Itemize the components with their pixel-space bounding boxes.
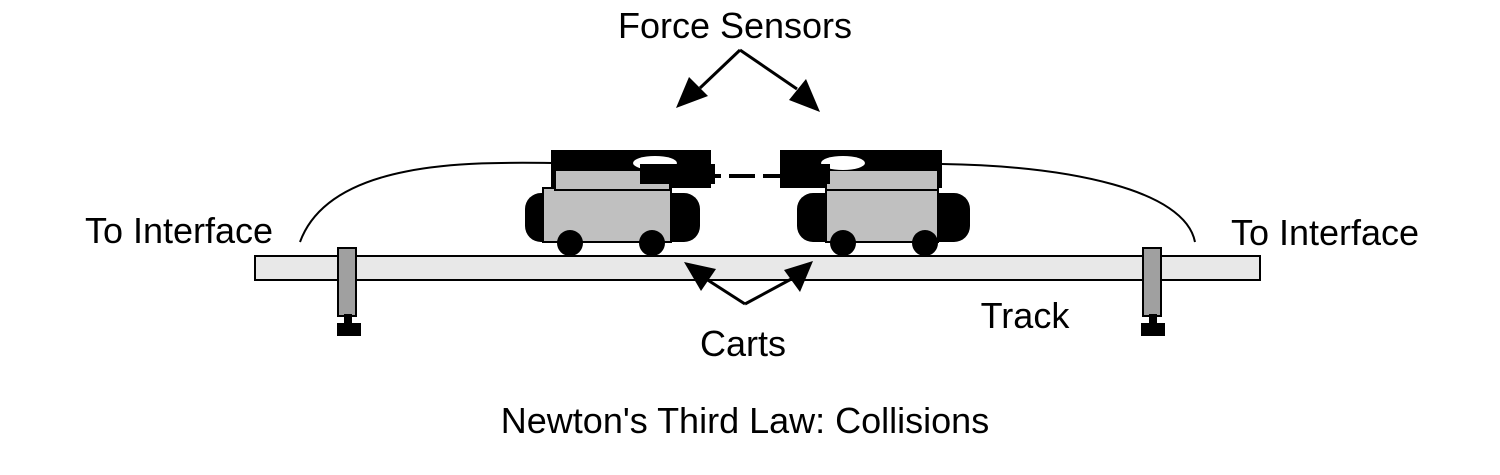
right-track-clamp	[1141, 247, 1165, 336]
right-cart	[797, 187, 970, 256]
left-force-sensor	[551, 150, 715, 191]
right-interface-cable	[941, 163, 1196, 243]
to-interface-left-label: To Interface	[85, 210, 273, 251]
left-track-clamp	[337, 247, 361, 336]
track-label: Track	[981, 295, 1071, 336]
sensor-gap-dashes	[711, 174, 780, 178]
diagram-caption: Newton's Third Law: Collisions	[501, 400, 989, 441]
to-interface-right-label: To Interface	[1231, 212, 1419, 253]
right-force-sensor	[780, 150, 942, 191]
carts-label: Carts	[700, 323, 786, 364]
left-interface-cable	[299, 161, 554, 243]
carts-arrows	[684, 261, 813, 306]
left-cart	[525, 187, 700, 256]
force-sensors-arrows	[676, 48, 820, 112]
track-rail	[254, 255, 1261, 281]
force-sensors-label: Force Sensors	[618, 5, 852, 46]
